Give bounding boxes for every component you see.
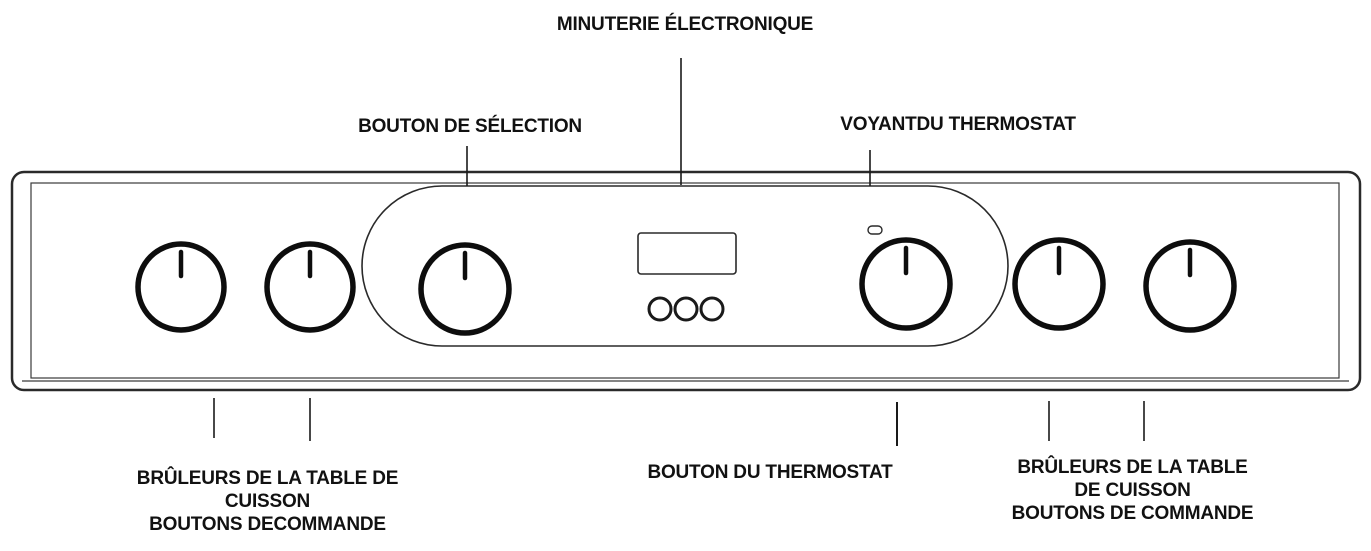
knob-right-burner-1[interactable] [1012,237,1106,331]
control-panel-inner [30,182,1340,379]
label-left-burner-line3: BOUTONS DECOMMANDE [149,513,386,535]
label-right-burner-line3: BOUTONS DE COMMANDE [1011,502,1254,524]
label-thermostat-knob: BOUTON DU THERMOSTAT [647,462,893,483]
knob-left-burner-1[interactable] [135,241,227,333]
label-selector-knob: BOUTON DE SÉLECTION [358,116,582,137]
knob-selector[interactable] [418,242,512,336]
timer-button-1[interactable] [647,296,673,322]
timer-display [637,232,737,275]
knob-right-burner-2[interactable] [1143,239,1237,333]
label-thermostat-light: VOYANTDU THERMOSTAT [840,114,1076,135]
label-left-burner-line2: CUISSON [224,490,311,512]
knob-left-burner-2[interactable] [264,241,356,333]
knob-thermostat[interactable] [859,237,953,331]
label-left-burner-line1: BRÛLEURS DE LA TABLE DE [136,468,399,489]
timer-button-3[interactable] [699,296,725,322]
label-right-burner-controls: BRÛLEURS DE LA TABLE DE CUISSON BOUTONS … [980,457,1285,525]
thermostat-indicator-light [867,225,883,235]
label-electronic-timer: MINUTERIE ÉLECTRONIQUE [556,14,814,35]
label-right-burner-line2: DE CUISSON [1074,479,1191,501]
label-left-burner-controls: BRÛLEURS DE LA TABLE DE CUISSON BOUTONS … [100,468,435,536]
timer-button-2[interactable] [673,296,699,322]
label-right-burner-line1: BRÛLEURS DE LA TABLE [1017,457,1248,478]
